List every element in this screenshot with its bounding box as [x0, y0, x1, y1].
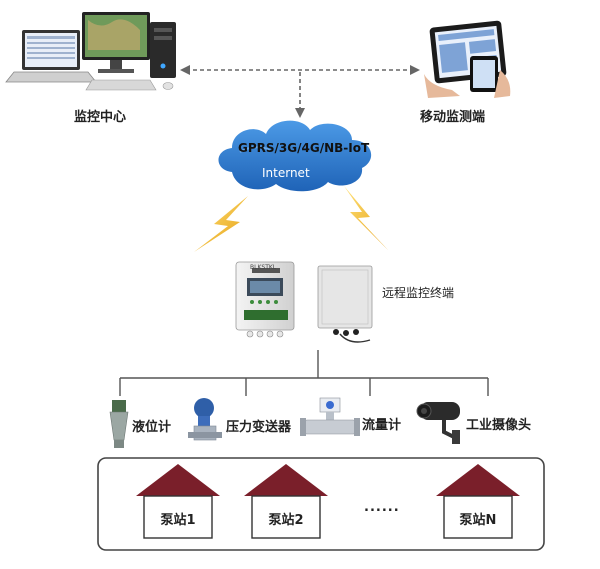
- flow-meter-label: 流量计: [362, 418, 402, 433]
- flow-meter-icon: [300, 397, 360, 436]
- mobile-terminal-label: 移动监测端: [420, 110, 486, 125]
- internet-label: Internet: [262, 166, 310, 180]
- pump-station-1-icon: [136, 464, 220, 539]
- sensor-bus-lines: [119, 350, 489, 396]
- pump-station-1-label: 泵站1: [160, 513, 196, 528]
- remote-terminal-label: 远程监控终端: [382, 286, 455, 300]
- level-meter-label: 液位计: [132, 420, 172, 435]
- pump-station-n-icon: [436, 464, 520, 539]
- network-label: GPRS/3G/4G/NB-IoT: [238, 141, 370, 155]
- pressure-transmitter-label: 压力变送器: [226, 420, 292, 435]
- pressure-transmitter-icon: [188, 398, 222, 441]
- monitor-center-label: 监控中心: [74, 110, 127, 125]
- industrial-camera-label: 工业摄像头: [466, 418, 532, 433]
- desktop-computer-icon: [5, 12, 176, 91]
- mobile-tablet-icon: [424, 20, 511, 98]
- pump-station-n-label: 泵站N: [459, 513, 497, 528]
- industrial-camera-icon: [416, 402, 460, 444]
- pump-station-2-label: 泵站2: [268, 513, 304, 528]
- level-meter-icon: [109, 400, 129, 448]
- station-ellipsis: ......: [364, 500, 400, 515]
- lightning-bolt-left-icon: [194, 196, 248, 252]
- dashed-connection-lines: [186, 69, 414, 112]
- pump-station-2-icon: [244, 464, 328, 539]
- device-brand-label: BLKSTKL: [250, 264, 277, 271]
- lightning-bolt-right-icon: [344, 186, 388, 250]
- connection-arrowheads: [180, 65, 420, 118]
- internet-cloud-icon: [218, 120, 372, 192]
- terminal-box-display-icon: [235, 261, 295, 338]
- terminal-box-enclosure-icon: [317, 265, 373, 343]
